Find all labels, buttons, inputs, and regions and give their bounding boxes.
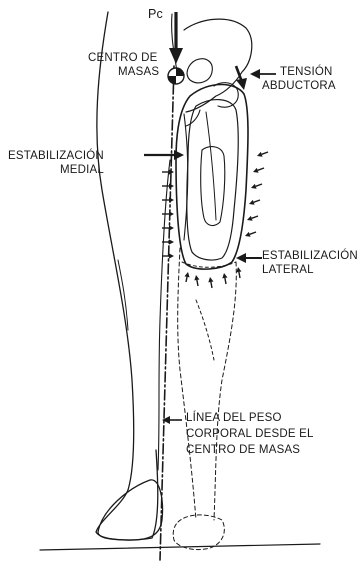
abductor-tension-label-line1: TENSIÓN bbox=[280, 66, 333, 79]
orthosis-inner-shell bbox=[187, 100, 238, 260]
ground-line bbox=[40, 544, 320, 550]
femur-shaft bbox=[206, 112, 216, 220]
pelvis-detail bbox=[187, 59, 212, 83]
medial-pressure-arrow bbox=[162, 197, 174, 202]
lateral-pressure-arrow bbox=[257, 152, 268, 157]
left-foot-shoe bbox=[98, 480, 163, 540]
left-knee-detail bbox=[118, 260, 128, 330]
medial-stabilization-arrow bbox=[144, 150, 184, 160]
force-arrow-pc bbox=[169, 12, 183, 64]
medial-pressure-arrow bbox=[162, 183, 174, 188]
medial-pressure-arrow bbox=[162, 211, 174, 216]
lateral-stabilization-label-line1: ESTABILIZACIÓN bbox=[262, 250, 358, 263]
lateral-pressure-arrow bbox=[208, 277, 213, 288]
orthosis-window bbox=[201, 147, 225, 226]
lateral-pressure-arrow bbox=[249, 200, 260, 205]
lateral-stabilization-label-line2: LATERAL bbox=[262, 264, 314, 277]
lateral-pressure-arrow bbox=[194, 275, 199, 286]
body-weight-line bbox=[160, 66, 174, 560]
lateral-pressure-arrow bbox=[247, 216, 258, 221]
medial-pressure-arrow bbox=[184, 272, 189, 282]
right-knee-dashed bbox=[182, 262, 236, 360]
right-foot-dashed bbox=[173, 515, 224, 550]
lateral-pressure-arrow bbox=[236, 267, 241, 278]
weight-line-label-line2: CORPORAL DESDE EL bbox=[186, 428, 314, 441]
right-leg-dashed-outline bbox=[178, 248, 237, 520]
weight-line-arrow bbox=[162, 416, 182, 424]
pelvis-outline bbox=[184, 19, 252, 112]
center-of-mass-label-line2: MASAS bbox=[118, 66, 159, 79]
lateral-pressure-arrow bbox=[222, 273, 227, 284]
lateral-pressure-arrow bbox=[245, 232, 256, 237]
weight-line-label-line3: CENTRO DE MASAS bbox=[186, 444, 300, 457]
center-of-mass-symbol bbox=[168, 68, 184, 84]
lateral-stabilization-arrow bbox=[236, 253, 262, 263]
medial-stabilization-label-line1: ESTABILIZACIÓN bbox=[8, 150, 104, 163]
center-of-mass-label-line1: CENTRO DE bbox=[88, 52, 158, 65]
force-label: Pc bbox=[148, 8, 163, 21]
lateral-pressure-arrow bbox=[251, 184, 262, 189]
left-leg-outline bbox=[96, 12, 158, 540]
medial-stabilization-label-line2: MEDIAL bbox=[60, 164, 104, 177]
weight-line-label-line1: LÍNEA DEL PESO bbox=[186, 412, 282, 425]
lateral-pressure-arrow bbox=[253, 168, 264, 173]
abductor-tension-label-line2: ABDUCTORA bbox=[262, 80, 336, 93]
